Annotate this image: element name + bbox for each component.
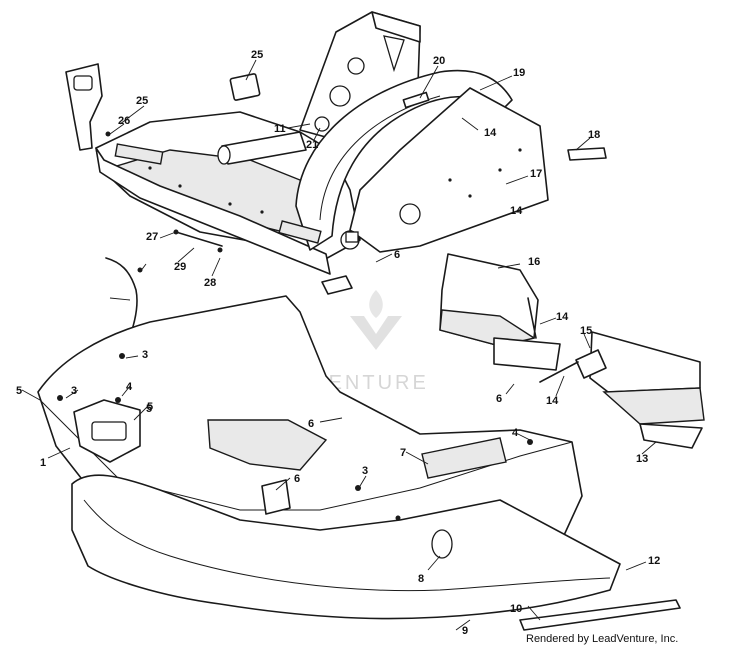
leader-lines bbox=[21, 59, 657, 631]
callout-label: 14 bbox=[556, 311, 569, 323]
callout-label: 11 bbox=[274, 123, 286, 135]
callout-label: 6 bbox=[308, 418, 314, 430]
callout-label: 12 bbox=[648, 555, 660, 567]
callout-label: 25 bbox=[136, 95, 148, 107]
callout-label: 14 bbox=[510, 205, 523, 217]
callout-label: 28 bbox=[204, 277, 216, 289]
callout-label: 21 bbox=[306, 139, 318, 151]
switch-22 bbox=[229, 73, 261, 101]
callout-label: 3 bbox=[142, 349, 148, 361]
callout-label: 7 bbox=[400, 447, 406, 459]
credit-text: Rendered by LeadVenture, Inc. bbox=[526, 633, 678, 645]
callout-label: 5 bbox=[146, 403, 152, 415]
hood-shell bbox=[37, 295, 681, 631]
badge-20 bbox=[402, 91, 430, 109]
callout-label: 15 bbox=[580, 325, 592, 337]
callout-label: 17 bbox=[530, 168, 542, 180]
callout-label: 4 bbox=[126, 381, 133, 393]
callout-label: 19 bbox=[513, 67, 525, 79]
callout-label: 1 bbox=[40, 457, 46, 469]
callout-label: 5 bbox=[147, 401, 153, 413]
callout-label: 27 bbox=[146, 231, 158, 243]
callout-label: 9 bbox=[462, 625, 468, 637]
callout-label: 20 bbox=[433, 55, 445, 67]
callout-label: 10 bbox=[510, 603, 522, 615]
callout-label: 3 bbox=[362, 465, 368, 477]
grommet-21 bbox=[314, 116, 330, 132]
callout-label: 18 bbox=[588, 129, 600, 141]
callout-label: 13 bbox=[636, 453, 648, 465]
callout-label: 6 bbox=[294, 473, 300, 485]
chassis-frame bbox=[65, 11, 549, 295]
callout-label: 5 bbox=[16, 385, 22, 397]
side-shields bbox=[439, 253, 705, 449]
callout-label: 6 bbox=[496, 393, 502, 405]
callout-label: 4 bbox=[512, 427, 519, 439]
callout-label: 14 bbox=[546, 395, 559, 407]
callout-label: 26 bbox=[118, 115, 130, 127]
callout-label: 6 bbox=[394, 249, 400, 261]
callout-label: 16 bbox=[528, 256, 540, 268]
callout-label: 8 bbox=[418, 573, 424, 585]
callout-label: 3 bbox=[71, 385, 77, 397]
callout-label: 25 bbox=[251, 49, 263, 61]
callout-labels: 25 20 19 18 14 17 14 11 21 25 26 27 29 2… bbox=[16, 49, 660, 637]
callout-label: 29 bbox=[174, 261, 186, 273]
frame-hardware bbox=[105, 73, 607, 253]
handle-18 bbox=[567, 147, 607, 161]
callout-label: 14 bbox=[484, 127, 497, 139]
